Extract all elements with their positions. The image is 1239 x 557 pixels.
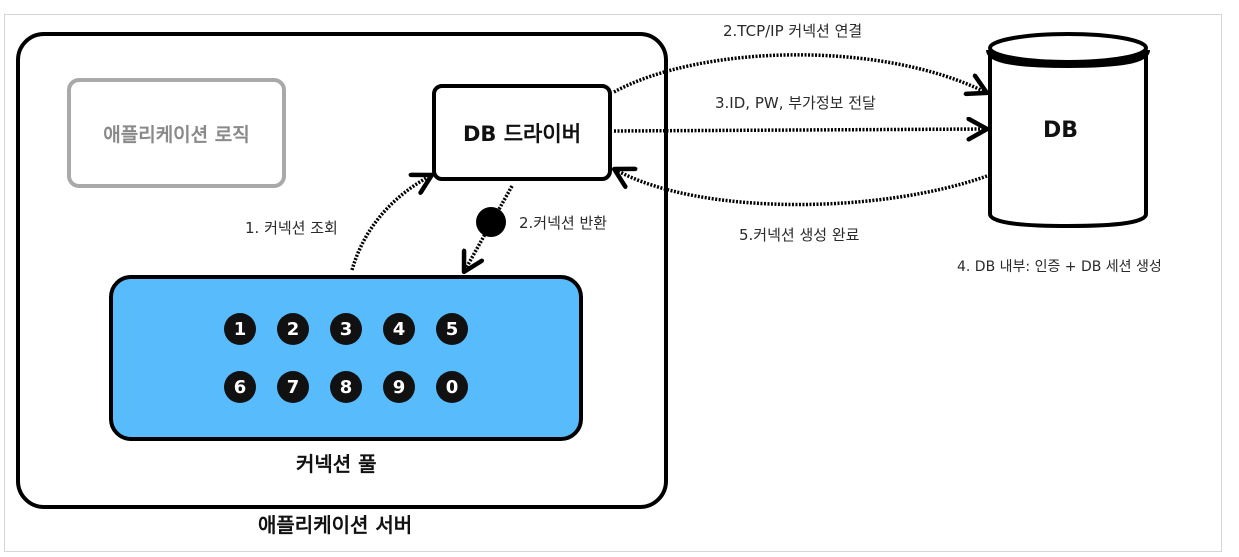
connection-complete-arrow [616, 170, 988, 207]
application-logic-label: 애플리케이션 로직 [103, 123, 250, 146]
lookup-arrow [350, 176, 430, 271]
connection-token: 9 [383, 371, 415, 403]
connection-token: 7 [277, 371, 309, 403]
diagram-frame [4, 14, 1222, 552]
step1-label: 1. 커넥션 조회 [245, 219, 338, 237]
application-server-label: 애플리케이션 서버 [258, 513, 413, 537]
db-cylinder [986, 32, 1150, 229]
application-server-box [16, 32, 668, 509]
connection-token: 0 [436, 371, 468, 403]
connection-token: 3 [330, 313, 362, 345]
step3-label: 3.ID, PW, 부가정보 전달 [715, 94, 876, 112]
db-driver-box: DB 드라이버 [432, 84, 612, 181]
connection-token: 1 [224, 313, 256, 345]
step4-label: 4. DB 내부: 인증 + DB 세션 생성 [957, 259, 1162, 275]
step5-label: 5.커넥션 생성 완료 [739, 226, 860, 244]
returned-connection-dot [476, 207, 506, 237]
db-label: DB [1043, 118, 1079, 143]
application-logic-box: 애플리케이션 로직 [67, 78, 286, 188]
credentials-arrow [613, 129, 985, 131]
connection-token: 2 [277, 313, 309, 345]
connection-token: 8 [330, 371, 362, 403]
step2-tcp-label: 2.TCP/IP 커넥션 연결 [723, 22, 863, 40]
connection-token: 5 [436, 313, 468, 345]
connection-pool-box: 1 2 3 4 5 6 7 8 9 0 [109, 275, 583, 441]
tcp-connect-arrow [613, 53, 985, 92]
db-driver-label: DB 드라이버 [462, 121, 582, 146]
step2-return-label: 2.커넥션 반환 [519, 214, 608, 232]
connection-token: 6 [224, 371, 256, 403]
connection-pool-label: 커넥션 풀 [296, 452, 377, 476]
connection-token: 4 [383, 313, 415, 345]
